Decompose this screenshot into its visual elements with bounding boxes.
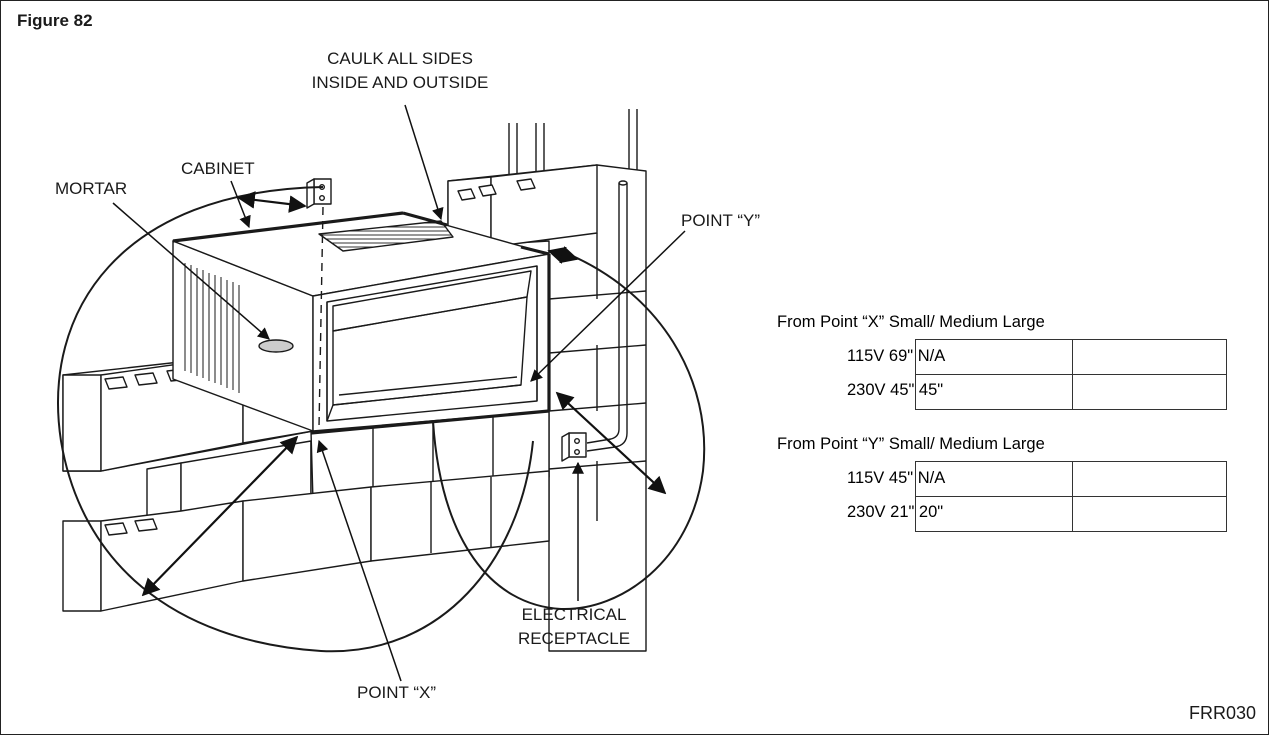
- clearance-circle-x: [57, 186, 534, 653]
- voltage-label: 115V: [847, 347, 885, 365]
- receptacle-top: [306, 178, 332, 209]
- table-point-x-row: 115V 69" N/A: [847, 347, 945, 366]
- receptacle-bottom: [561, 432, 587, 462]
- arrow-x-left: [141, 435, 299, 597]
- callout-cabinet: CABINET: [181, 159, 255, 178]
- table-point-y-grid: [915, 461, 1227, 532]
- arrow-x-cabinet: [237, 191, 307, 213]
- table-point-y-header: From Point “Y” Small/ Medium Large: [777, 435, 1045, 453]
- voltage-label: 115V: [847, 469, 885, 487]
- voltage-label: 230V: [847, 503, 886, 521]
- back-wall: [447, 164, 647, 652]
- table-point-x-row: 230V 45" 45": [847, 381, 943, 400]
- table-point-y: From Point “Y” Small/ Medium Large 115V …: [777, 435, 1227, 543]
- arrow-y-right: [555, 391, 667, 495]
- table-point-x: From Point “X” Small/ Medium Large 115V …: [777, 313, 1227, 421]
- leader-point-x: [316, 439, 402, 682]
- cabinet-highlight: [172, 211, 551, 435]
- callout-electrical-line2: RECEPTACLE: [517, 629, 631, 648]
- plumb-line: [318, 206, 324, 428]
- table-point-y-row: 115V 45" N/A: [847, 469, 945, 488]
- clearance-values: 45" N/A: [888, 469, 946, 487]
- leader-point-y: [530, 230, 686, 382]
- clearance-values: 45" 45": [890, 381, 944, 399]
- arrow-y-top: [547, 246, 579, 264]
- leader-cabinet: [230, 180, 251, 229]
- cabinet-louvers: [184, 263, 240, 393]
- table-point-x-header: From Point “X” Small/ Medium Large: [777, 313, 1045, 331]
- leader-mortar: [112, 202, 270, 340]
- clearance-values: 69" N/A: [888, 347, 946, 365]
- figure-code: FRR030: [1188, 703, 1256, 723]
- leader-caulk: [404, 104, 444, 221]
- callout-caulk-line2: INSIDE AND OUTSIDE: [311, 73, 489, 92]
- clearance-values: 21" 20": [890, 503, 944, 521]
- table-point-x-grid: [915, 339, 1227, 410]
- callout-electrical-line1: ELECTRICAL: [521, 605, 627, 624]
- callout-mortar: MORTAR: [55, 179, 128, 198]
- callout-electrical: ELECTRICAL RECEPTACLE: [507, 603, 641, 651]
- clearance-circle-y: [432, 250, 706, 611]
- callout-caulk: CAULK ALL SIDES INSIDE AND OUTSIDE: [301, 47, 499, 95]
- callout-point-y: POINT “Y”: [681, 211, 761, 230]
- cabinet: [172, 212, 550, 432]
- figure-title: Figure 82: [17, 11, 93, 30]
- mortar-blob: [258, 339, 294, 353]
- callout-caulk-line1: CAULK ALL SIDES: [327, 49, 473, 68]
- callout-point-x: POINT “X”: [357, 683, 437, 702]
- voltage-label: 230V: [847, 381, 886, 399]
- table-point-y-row: 230V 21" 20": [847, 503, 943, 522]
